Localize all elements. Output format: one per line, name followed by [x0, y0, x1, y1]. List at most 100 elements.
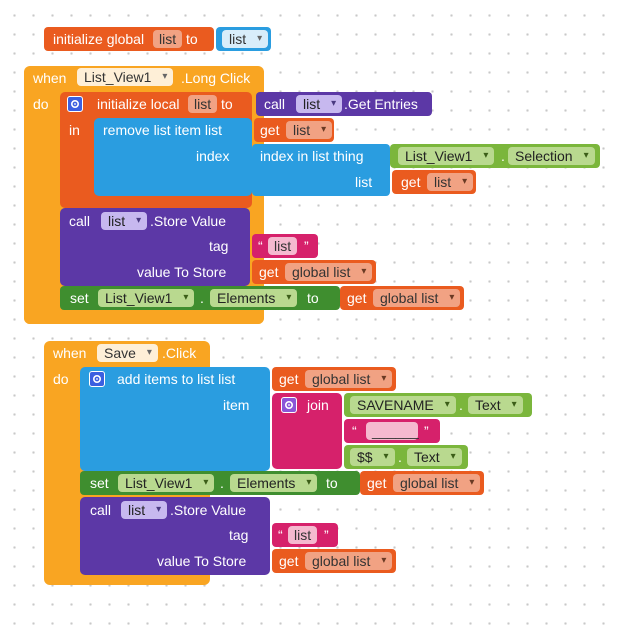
get-var-dropdown-3[interactable]: global list: [285, 263, 373, 281]
when-label: when: [33, 70, 67, 86]
dollar-property-dropdown[interactable]: Text: [407, 448, 462, 466]
tag-text-block-2[interactable]: “ list ”: [272, 523, 338, 547]
separator-text-block[interactable]: “ ______ ”: [344, 419, 440, 443]
index-label: index: [196, 148, 230, 164]
get-global-list-block[interactable]: get global list: [252, 260, 376, 284]
dollar-text-getter-block[interactable]: $$ . Text: [344, 445, 468, 469]
get-var-dropdown-6[interactable]: global list: [393, 474, 481, 492]
tag-text-value-2[interactable]: list: [288, 526, 318, 544]
set-property-dropdown-2[interactable]: Elements: [230, 474, 318, 492]
get-var-dropdown-5[interactable]: global list: [305, 370, 393, 388]
in-label: in: [69, 122, 80, 138]
get-global-list-block-2[interactable]: get global list: [340, 286, 464, 310]
save-component-dropdown[interactable]: Save: [97, 344, 158, 362]
store-call-label-2: call: [90, 502, 112, 518]
selection-dot: .: [501, 148, 505, 164]
get-label-2: get: [401, 174, 421, 190]
savename-property-dropdown[interactable]: Text: [468, 396, 523, 414]
savename-dot: .: [459, 397, 463, 413]
click-event-label: .Click: [162, 345, 197, 361]
item-label: item: [223, 397, 250, 413]
get-label-6: get: [367, 475, 387, 491]
store-value-method-label-2: .Store Value: [170, 502, 247, 518]
join-block[interactable]: join: [272, 393, 342, 469]
set-component-dropdown[interactable]: List_View1: [98, 289, 195, 307]
create-empty-list-block[interactable]: list: [216, 27, 271, 51]
savename-component-dropdown[interactable]: SAVENAME: [350, 396, 456, 414]
set-to-label: to: [307, 290, 319, 306]
do-label-2: do: [53, 371, 69, 387]
remove-list-item-label: remove list item list: [103, 122, 223, 138]
value-to-store-label-2: value To Store: [157, 553, 247, 569]
selection-getter-block[interactable]: List_View1 . Selection: [390, 144, 600, 168]
store-call-label: call: [69, 213, 91, 229]
index-in-list-label: index in list thing: [260, 148, 364, 164]
call-label: call: [264, 96, 286, 112]
set-elements-block-2[interactable]: set List_View1 . Elements to: [80, 471, 360, 495]
set-property-dropdown[interactable]: Elements: [210, 289, 298, 307]
add-items-label: add items to list list: [117, 371, 236, 387]
selection-property-dropdown[interactable]: Selection: [508, 147, 595, 165]
get-entries-method-label: .Get Entries: [344, 96, 418, 112]
set-to-label-2: to: [326, 475, 338, 491]
set-label-2: set: [90, 475, 109, 491]
local-var-name[interactable]: list: [188, 95, 218, 113]
add-items-to-list-block[interactable]: add items to list list item: [80, 367, 270, 471]
dollar-component-dropdown[interactable]: $$: [350, 448, 395, 466]
get-label-3: get: [259, 264, 279, 280]
get-var-dropdown-4[interactable]: global list: [373, 289, 461, 307]
initialize-global-block[interactable]: initialize global list to: [44, 27, 214, 51]
list-socket-label: list: [355, 174, 373, 190]
store-component-dropdown-2[interactable]: list: [121, 501, 168, 519]
get-var-dropdown-2[interactable]: list: [427, 173, 474, 191]
get-var-dropdown-7[interactable]: global list: [305, 552, 393, 570]
local-to-label: to: [221, 96, 233, 112]
event-component-dropdown[interactable]: List_View1: [77, 68, 174, 86]
when-label-2: when: [53, 345, 87, 361]
set-dot: .: [200, 290, 204, 306]
index-in-list-block[interactable]: index in list thing list: [252, 144, 390, 196]
selection-component-dropdown[interactable]: List_View1: [398, 147, 495, 165]
remove-list-item-block[interactable]: remove list item list index: [94, 118, 252, 196]
store-value-call-block[interactable]: call list .Store Value tag value To Stor…: [60, 208, 250, 286]
add-items-gear-icon[interactable]: [89, 371, 105, 387]
set-label: set: [70, 290, 89, 306]
get-var-dropdown[interactable]: list: [286, 121, 333, 139]
global-var-name[interactable]: list: [153, 30, 183, 48]
separator-open-quote: “: [352, 423, 357, 439]
join-label: join: [307, 397, 329, 413]
get-list-block-2[interactable]: get list: [392, 170, 476, 194]
separator-text-value[interactable]: ______: [366, 422, 419, 440]
set-dot-2: .: [220, 475, 224, 491]
tag-close-quote: ”: [304, 238, 309, 254]
get-entries-component-dropdown[interactable]: list: [296, 95, 343, 113]
get-label-7: get: [279, 553, 299, 569]
store-value-call-block-2[interactable]: call list .Store Value tag value To Stor…: [80, 497, 270, 575]
set-elements-block[interactable]: set List_View1 . Elements to: [60, 286, 340, 310]
get-global-list-block-5[interactable]: get global list: [272, 549, 396, 573]
get-entries-call-block[interactable]: call list .Get Entries: [256, 92, 432, 116]
do-label: do: [33, 96, 49, 112]
store-component-dropdown[interactable]: list: [101, 212, 148, 230]
get-label-4: get: [347, 290, 367, 306]
dollar-dot: .: [398, 449, 402, 465]
value-to-store-label: value To Store: [137, 264, 227, 280]
savename-text-getter-block[interactable]: SAVENAME . Text: [344, 393, 532, 417]
tag-close-quote-2: ”: [324, 527, 329, 543]
get-label: get: [260, 122, 280, 138]
mutator-gear-icon[interactable]: [67, 96, 83, 112]
separator-close-quote: ”: [424, 423, 429, 439]
list-value-dropdown[interactable]: list: [222, 30, 269, 48]
get-global-list-block-4[interactable]: get global list: [360, 471, 484, 495]
initialize-local-label: initialize local: [97, 96, 180, 112]
tag-text-block[interactable]: “ list ”: [252, 234, 318, 258]
set-component-dropdown-2[interactable]: List_View1: [118, 474, 215, 492]
get-label-5: get: [279, 371, 299, 387]
event-name-label: .Long Click: [181, 70, 251, 86]
get-list-block[interactable]: get list: [254, 118, 334, 142]
join-gear-icon[interactable]: [281, 397, 297, 413]
initialize-global-label: initialize global: [53, 31, 145, 47]
tag-text-value[interactable]: list: [268, 237, 298, 255]
tag-label-2: tag: [229, 527, 249, 543]
get-global-list-block-3[interactable]: get global list: [272, 367, 396, 391]
